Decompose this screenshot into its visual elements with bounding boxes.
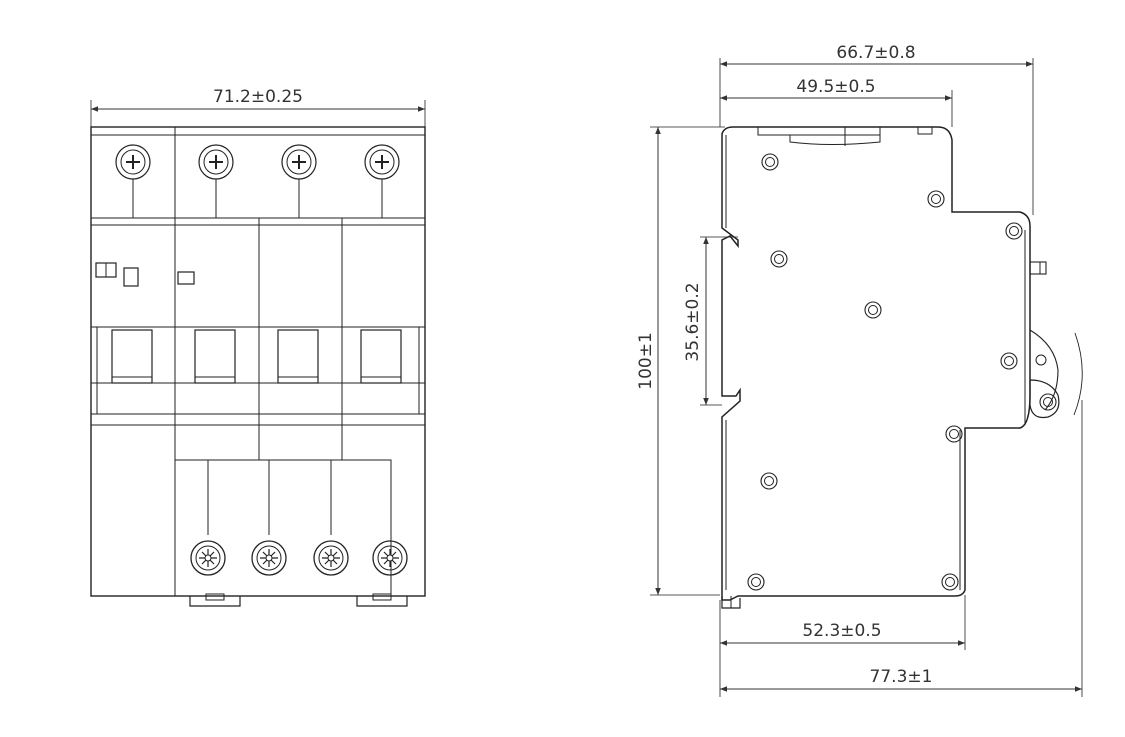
toggle-lever-side bbox=[1029, 329, 1083, 419]
dim-side-rail-label: 35.6±0.2 bbox=[683, 282, 703, 361]
screw-icon bbox=[190, 540, 226, 576]
rivet-icon bbox=[760, 472, 778, 490]
screw-icon bbox=[251, 540, 287, 576]
screw-icon bbox=[198, 144, 234, 218]
screw-icon bbox=[364, 144, 400, 218]
screw-icon bbox=[372, 540, 408, 576]
dimension-side-height: 100±1 bbox=[636, 127, 661, 595]
dim-side-height-label: 100±1 bbox=[636, 332, 656, 390]
dim-side-top-width-label: 66.7±0.8 bbox=[836, 43, 915, 63]
side-view: 66.7±0.8 49.5±0.5 100±1 35.6±0.2 52.3±0.… bbox=[636, 43, 1083, 697]
breaker-side-body bbox=[721, 126, 1031, 601]
dimension-front-width: 71.2±0.25 bbox=[91, 87, 425, 112]
rivet-icon bbox=[770, 250, 788, 268]
bottom-terminal-screws bbox=[190, 540, 408, 576]
dimension-side-overall-width: 77.3±1 bbox=[720, 667, 1082, 692]
screw-icon bbox=[115, 144, 151, 218]
test-pin-icon bbox=[1029, 261, 1047, 275]
rivet-icon bbox=[761, 153, 779, 171]
rivet-icon bbox=[941, 573, 959, 591]
din-clips bbox=[189, 593, 408, 607]
toggle-levers bbox=[111, 329, 402, 384]
screw-icon bbox=[313, 540, 349, 576]
top-terminal-screws bbox=[115, 144, 400, 218]
test-indicator-icon bbox=[95, 262, 195, 287]
rivet-icon bbox=[927, 190, 945, 208]
dim-side-lower-width-label: 52.3±0.5 bbox=[802, 621, 881, 641]
rivet-icon bbox=[1005, 222, 1023, 240]
screw-icon bbox=[281, 144, 317, 218]
dim-side-overall-width-label: 77.3±1 bbox=[870, 667, 933, 687]
rivet-icon bbox=[747, 573, 765, 591]
dim-side-upper-width-label: 49.5±0.5 bbox=[796, 77, 875, 97]
rivet-icon bbox=[1000, 352, 1018, 370]
rivets bbox=[747, 153, 1023, 591]
dimension-side-upper-width: 49.5±0.5 bbox=[720, 77, 952, 101]
breaker-front-body bbox=[90, 126, 426, 597]
front-view: 71.2±0.25 bbox=[90, 87, 426, 607]
dimension-side-top-width: 66.7±0.8 bbox=[720, 43, 1033, 67]
rivet-icon bbox=[864, 301, 882, 319]
dim-front-width-label: 71.2±0.25 bbox=[213, 87, 303, 107]
dimension-side-rail: 35.6±0.2 bbox=[683, 237, 709, 405]
dimension-side-lower-width: 52.3±0.5 bbox=[720, 621, 965, 646]
rivet-icon bbox=[945, 425, 963, 443]
